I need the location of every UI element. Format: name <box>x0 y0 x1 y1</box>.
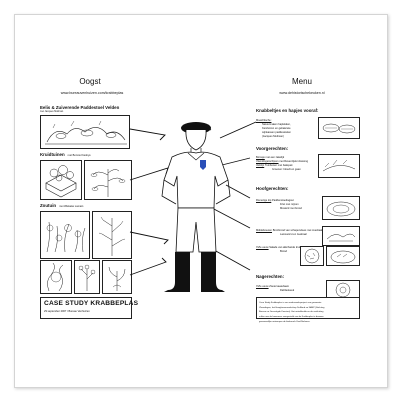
herb-basket-illustration-box <box>40 160 82 200</box>
sea-aster-illustration-box <box>102 260 132 294</box>
menu-item: (Jacques Muilman) <box>262 135 284 138</box>
menu-title: Menu <box>291 77 312 86</box>
menu-item: Middeltouwen Bronbrood van schapenvlees … <box>256 229 323 232</box>
bread-illustration <box>330 250 356 264</box>
snack-illustration-box <box>318 117 360 139</box>
menu-item: Lamsworst en zeekraal <box>280 233 307 236</box>
right-arm-icon <box>215 179 231 205</box>
menu-section-knabbeltjes-title: Knabbeltjes en hapjes vooraf: <box>256 108 319 113</box>
right-boot-icon <box>201 252 225 292</box>
trousers-icon <box>175 207 217 253</box>
kruidtuinen-title: Kruidtuinen <box>40 152 65 157</box>
sea-plants-illustration-box <box>40 211 90 259</box>
menu-item: Mosterd met brood <box>280 207 302 210</box>
footer-note-line: Case Study Krabbeplas is een onderzoeksp… <box>259 301 322 304</box>
footer-note-line: Vlaardingen, het Hoogheemraadschap Delfl… <box>259 306 325 309</box>
herb-plant-illustration-box <box>84 160 132 200</box>
case-study-title: CASE STUDY KRABBEPLAS <box>44 300 139 307</box>
menu-item: Vlamdingerschijven met Ravenzijeki dress… <box>256 160 309 163</box>
zoutuin-subtitle: met Wiekeke Lamain <box>59 205 84 208</box>
oogst-section-eelis-credit: met Jacques Muilman <box>40 110 64 113</box>
menu-item: wijnkassen paddestoelen <box>262 131 291 134</box>
seaweed-illustration-box <box>40 260 72 294</box>
sea-plants-illustration <box>46 221 86 253</box>
footer-note: Case Study Krabbeplas is een onderzoeksp… <box>259 300 324 327</box>
menu-section-hoofdgerechten-title: Hoofgerechten: <box>256 186 289 191</box>
menu-item: frambozen en gebakcete <box>262 127 291 130</box>
footer-note-box: Case Study Krabbeplas is een onderzoeksp… <box>256 297 360 323</box>
left-boot-icon <box>164 252 190 292</box>
salad-illustration <box>304 248 320 264</box>
lamb-illustration-box <box>322 226 360 246</box>
menu-item: Romerige kip Paddenstoelragout <box>256 199 294 202</box>
samphire-illustration <box>98 216 126 256</box>
menu-item: Friet met mijnen <box>280 203 299 206</box>
menu-section-nagerechten-title: Nagerechten: <box>256 274 285 279</box>
head-icon <box>185 129 207 151</box>
menu-url: www.dehistorischekeuken.nl <box>279 91 325 95</box>
shirt-icon <box>163 151 229 209</box>
footer-note-line: gezamenlijke ontwerpen de biokorrels Koo… <box>259 321 311 324</box>
left-arm-icon <box>161 179 177 205</box>
menu-item: Borosje met een zakelijk <box>256 156 285 159</box>
bread-illustration-box <box>326 246 360 266</box>
main-course-illustration <box>326 201 356 217</box>
samphire-illustration-box <box>92 211 132 259</box>
menu-item: Natuurmaken haplekken, <box>262 123 291 126</box>
menu-item: Dahlieskeuk <box>280 289 295 292</box>
menu-item: XVIe eeuw Zoete kaasvlaam <box>256 285 290 288</box>
oogst-section-eelis-title: Eelis & Zuiverende Paddestoel Velden <box>40 105 120 110</box>
menu-item: IJsbrijn Tuinbonen met bakspek <box>256 164 293 167</box>
case-study-date: 29 september 2007 / Bureau Venhuizen <box>44 310 90 313</box>
lamb-illustration <box>326 233 356 242</box>
footer-note-line: Bureau en Gevestigde Kunsten). Het ontwi… <box>259 311 324 314</box>
mushroom-bed-illustration <box>45 120 127 145</box>
seaweed-illustration <box>47 262 64 292</box>
main-course-illustration-box <box>322 196 360 220</box>
right-connector-lines <box>204 121 257 271</box>
left-connector-lines <box>129 128 169 276</box>
menu-item: XVIe eeuw Salade van allerhande kruiden … <box>256 246 320 249</box>
eelis-illustration-box <box>40 115 130 149</box>
case-study-box: CASE STUDY KRABBEPLAS 29 september 2007 … <box>40 297 138 319</box>
oogst-url: www.bureauvenhuizen.com/krabbeplas <box>60 91 124 95</box>
sea-aster-illustration <box>108 266 126 291</box>
footer-note-line: zullen aan de bewoners voorgesteld van d… <box>259 316 324 319</box>
zoutuin-title: Zoutuin <box>40 203 57 208</box>
sea-lavender-illustration <box>78 264 96 291</box>
shirt-logo-icon <box>200 160 206 170</box>
menu-section-voorgerechten-title: Voorgerechten: <box>256 146 289 151</box>
kruidtuinen-subtitle: met Bonnie Kiesbye <box>67 154 91 157</box>
sea-lavender-illustration-box <box>74 260 100 294</box>
snack-illustration <box>322 123 356 134</box>
menu-item: Groenen: bloedt en gaan <box>272 168 301 171</box>
herb-basket-illustration <box>45 165 77 198</box>
menu-item: Brood <box>280 250 287 253</box>
salad-illustration-box <box>300 246 324 266</box>
starter-illustration-box <box>318 154 360 178</box>
menu-item: Moesfritsche: <box>256 119 272 122</box>
starter-illustration <box>322 159 356 172</box>
herb-plant-illustration <box>90 169 126 197</box>
oogst-title: Oogst <box>79 77 101 86</box>
